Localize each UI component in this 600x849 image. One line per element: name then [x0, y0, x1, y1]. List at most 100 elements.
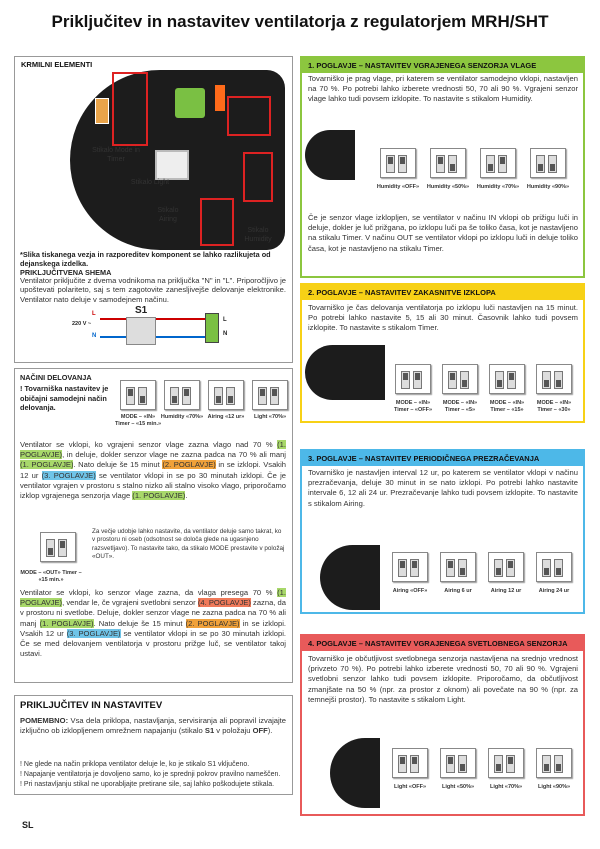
dip-lever	[436, 155, 445, 173]
dip-lever	[398, 755, 407, 773]
shema-text: Ventilator priključite z dvema vodnikoma…	[20, 276, 286, 304]
dip-lever	[410, 559, 419, 577]
connector	[205, 313, 219, 343]
dip-lever	[138, 387, 147, 405]
chapter-ref: (4. POGLAVJE)	[197, 598, 251, 608]
dip-lever	[46, 539, 55, 557]
switch-label: Light «50%»	[441, 784, 475, 790]
dip-lever	[126, 387, 135, 405]
dip-lever	[460, 371, 469, 389]
dip-lever	[486, 155, 495, 173]
dip-lever	[458, 559, 467, 577]
section-1	[300, 56, 585, 278]
dip-lever	[494, 755, 503, 773]
dip-lever	[542, 371, 551, 389]
chapter-ref: (1. POGLAVJE)	[39, 618, 94, 628]
dip-switch	[395, 364, 431, 394]
dip-lever	[548, 155, 557, 173]
dip-lever	[542, 755, 551, 773]
section-4-text: Tovarniško je občutljivost svetlobnega s…	[308, 654, 578, 704]
dip-lever	[446, 755, 455, 773]
switch-label: MODE – «IN» Timer – «5»	[442, 400, 478, 413]
switch-label: Airing «OFF»	[392, 588, 428, 594]
control-elements-box: KRMILNI ELEMENTI	[14, 56, 293, 363]
sensor-chip	[155, 150, 189, 180]
dip-lever	[494, 559, 503, 577]
section-2-heading: 2. POGLAVJE – NASTAVITEV ZAKASNITVE IZKL…	[302, 285, 583, 300]
switch-label: Humidity «70%»	[476, 184, 520, 190]
dip-switch	[120, 380, 156, 410]
dip-switch	[488, 748, 524, 778]
fuse	[95, 98, 109, 124]
switch-label: Light «OFF»	[393, 784, 427, 790]
modes-heading: NAČINI DELOVANJA	[20, 373, 92, 382]
switch-label: Humidity «OFF»	[376, 184, 420, 190]
wiring-schema: S1 220 V ~ L N L N	[60, 305, 240, 350]
important-mid: v položaju	[214, 726, 253, 736]
dip-switch	[164, 380, 200, 410]
chapter-ref: (1. POGLAVJE)	[20, 460, 74, 470]
dip-switch	[536, 552, 572, 582]
out-switch-label: MODE – «OUT» Timer – «15 min.»	[20, 570, 82, 583]
pcb-fragment	[330, 738, 380, 808]
conn-n-label: N	[223, 331, 228, 337]
para-text: , in deluje, dokler senzor vlage ne zazn…	[62, 450, 286, 460]
connection-box	[14, 695, 293, 795]
dip-switch	[40, 532, 76, 562]
dip-lever	[226, 387, 235, 405]
chapter-ref: (1. POGLAVJE)	[132, 491, 186, 501]
para-text: Ventilator se vklopi, ko vgrajeni senzor…	[20, 440, 278, 449]
dip-lever	[542, 559, 551, 577]
switch-label: Airing 12 ur	[490, 588, 522, 594]
important-s1: S1	[204, 726, 215, 736]
switch-label: Airing 6 ur	[444, 588, 472, 594]
dip-lever	[58, 539, 67, 557]
para-text: se ventilator vklopi in se po 30 minutah…	[20, 628, 286, 659]
switch-label: Light «70%»	[489, 784, 523, 790]
line-n-label: N	[92, 333, 97, 339]
shema-heading: PRIKLJUČITVENA SHEMA	[20, 268, 112, 277]
dip-lever	[413, 371, 422, 389]
light-switch-frame	[227, 96, 271, 136]
section-2	[300, 283, 585, 423]
important-body: Vsa dela priklopa, nastavljanja, servisi…	[20, 716, 286, 736]
dip-lever	[214, 387, 223, 405]
pcb-fragment	[320, 545, 380, 610]
mode-switch-frame	[112, 72, 148, 146]
voltage-label: 220 V ~	[72, 321, 92, 327]
dip-switch	[380, 148, 416, 178]
pcb-fragment	[305, 345, 385, 400]
dip-lever	[258, 387, 267, 405]
important-label: POMEMBNO:	[20, 716, 69, 725]
dip-lever	[554, 371, 563, 389]
switch-label: Light «90%»	[537, 784, 571, 790]
dip-lever	[507, 371, 516, 389]
switch-label: Airing «12 ur»	[207, 414, 245, 420]
dip-lever	[270, 387, 279, 405]
language-code: SL	[22, 820, 34, 830]
chapter-ref: (3. POGLAVJE)	[41, 470, 96, 480]
dip-lever	[495, 371, 504, 389]
page-title: Priključitev in nastavitev ventilatorja …	[51, 12, 549, 31]
switch-label: Humidity «90%»	[526, 184, 570, 190]
dip-lever	[398, 559, 407, 577]
section-1-text: Tovarniško je prag vlage, pri katerem se…	[308, 74, 578, 104]
dip-switch	[252, 380, 288, 410]
modes-box	[14, 368, 293, 683]
label-airing: Stikalo Airing	[157, 207, 179, 223]
factory-note: ! Tovarniška nastavitev je običajni samo…	[20, 384, 109, 412]
para-text: se ventilator vklopi in se po 30 minutah…	[20, 470, 287, 501]
dip-switch	[480, 148, 516, 178]
dip-switch	[440, 552, 476, 582]
switch-label: Airing 24 ur	[538, 588, 570, 594]
dip-lever	[448, 371, 457, 389]
switch-s1	[126, 317, 156, 345]
humidity-switch-frame	[243, 152, 273, 202]
dip-switch	[430, 148, 466, 178]
para-text: in se izklopi. Vsakih 12 ur	[20, 618, 287, 638]
para-text: Ventilator se vklopi, ko senzor vlage za…	[20, 588, 278, 597]
dip-lever	[386, 155, 395, 173]
dip-lever	[182, 387, 191, 405]
out-text: Za večje udobje lahko nastavite, da vent…	[92, 528, 285, 561]
switch-label: Humidity «50%»	[426, 184, 470, 190]
